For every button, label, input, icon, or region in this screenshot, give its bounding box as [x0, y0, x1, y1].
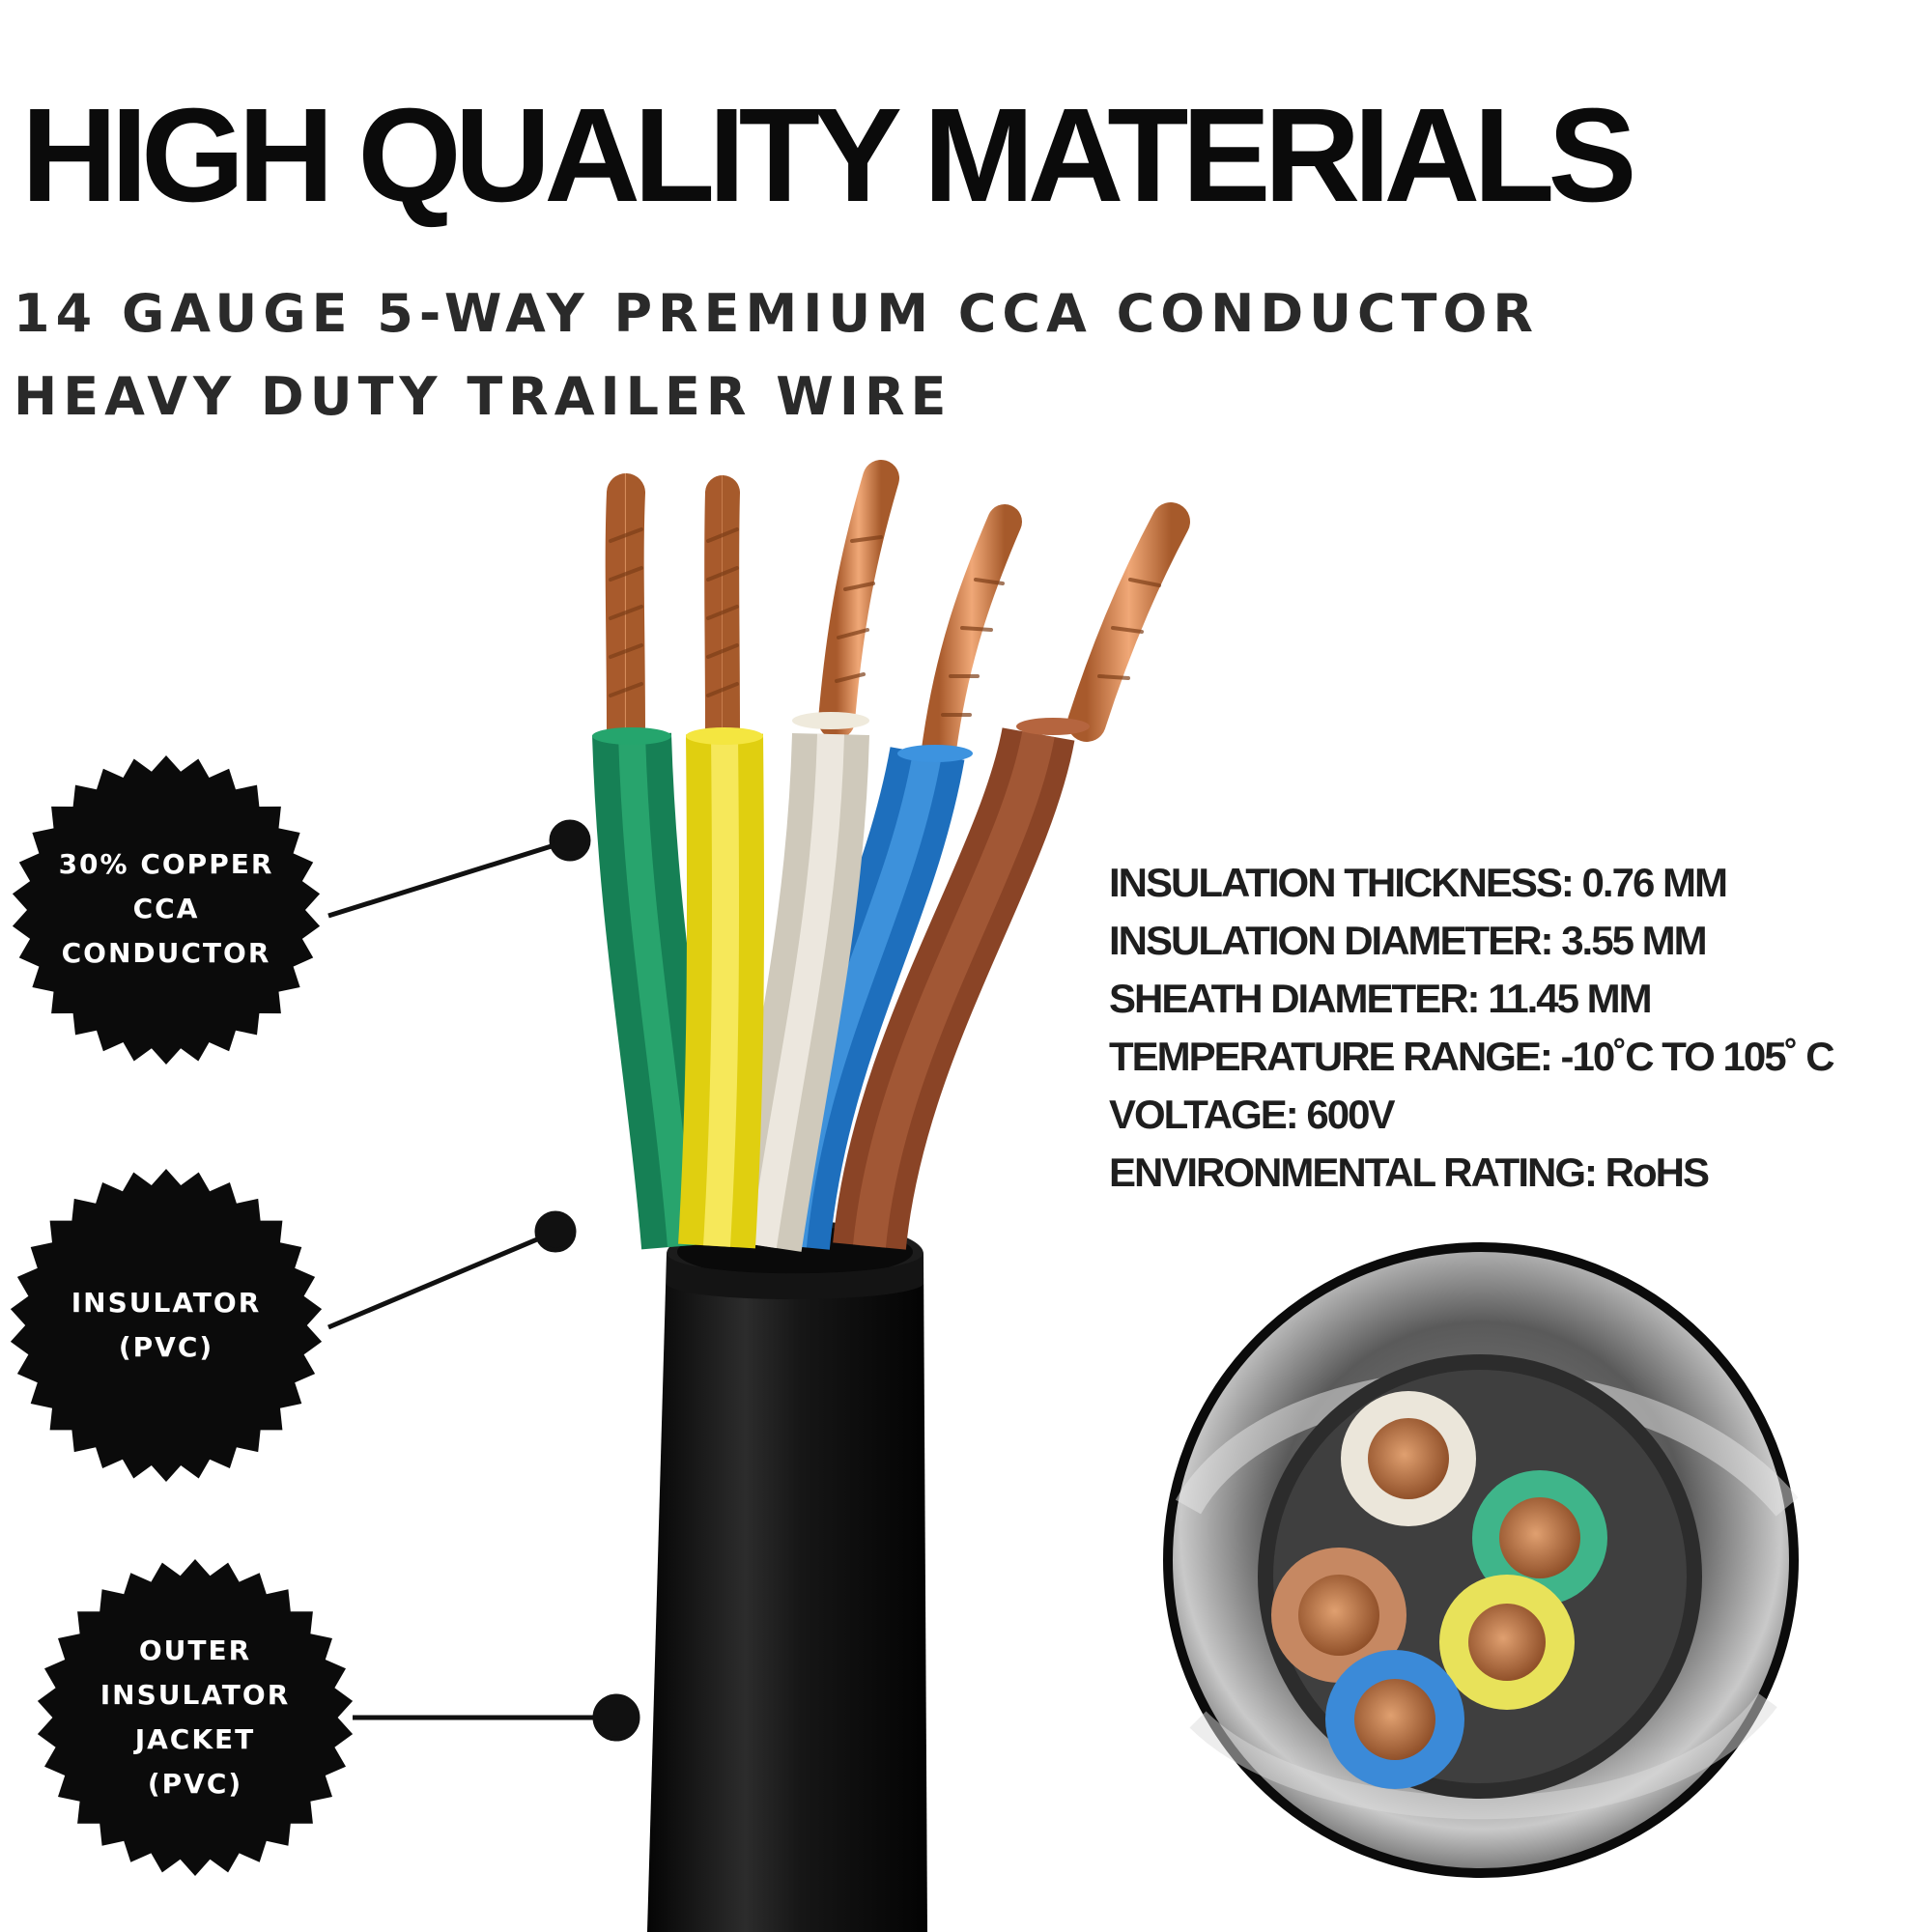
subtitle-line-2: HEAVY DUTY TRAILER WIRE [14, 366, 952, 427]
page-title: HIGH QUALITY MATERIALS [21, 81, 1637, 230]
badge-label-conductor: 30% COPPER CCA CONDUCTOR [58, 848, 274, 969]
callout-dot-icon [549, 819, 591, 862]
starburst-badge-1 [12, 755, 321, 1065]
spec-voltage: VOLTAGE: 600V [1109, 1092, 1396, 1137]
spec-temperature-range: TEMPERATURE RANGE: -10˚C TO 105˚ C [1109, 1034, 1835, 1079]
callout-dot-icon [592, 1693, 640, 1742]
callout-dot-icon [534, 1210, 577, 1253]
spec-environmental-rating: ENVIRONMENTAL RATING: RoHS [1109, 1150, 1710, 1195]
insulated-wires [592, 726, 1075, 1252]
cable-cross-section-illustration [1163, 1242, 1799, 1878]
starburst-badge-2 [10, 1169, 323, 1482]
outer-jacket [647, 1221, 927, 1932]
spec-insulation-diameter: INSULATION DIAMETER: 3.55 MM [1109, 918, 1708, 963]
starburst-badge-3 [37, 1559, 354, 1876]
copper-strands [605, 460, 1190, 767]
spec-sheath-diameter: SHEATH DIAMETER: 11.45 MM [1109, 976, 1653, 1021]
badge-label-outer-jacket: OUTER INSULATOR JACKET (PVC) [99, 1634, 291, 1800]
wire-end-caps [592, 712, 1090, 762]
subtitle-line-1: 14 GAUGE 5-WAY PREMIUM CCA CONDUCTOR [14, 283, 1539, 344]
starburst-badge-icon [10, 755, 354, 1876]
callout-lines [327, 819, 640, 1742]
cross-section-cores [1271, 1391, 1607, 1789]
spec-insulation-thickness: INSULATION THICKNESS: 0.76 MM [1109, 860, 1728, 905]
spec-list: INSULATION THICKNESS: 0.76 MM INSULATION… [1109, 854, 1835, 1202]
badge-label-insulator: INSULATOR (PVC) [71, 1287, 262, 1363]
